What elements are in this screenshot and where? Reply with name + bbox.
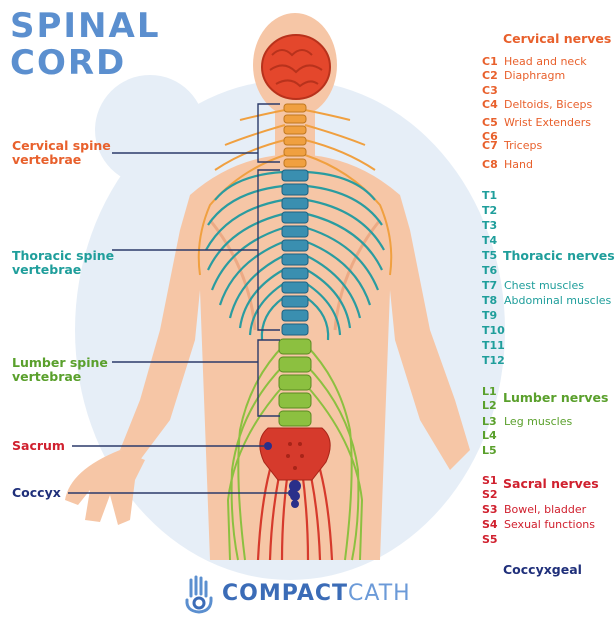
nerve-row-t1: T1: [482, 189, 504, 202]
nerve-function: Hand: [504, 158, 533, 171]
nerve-function: Abdominal muscles: [504, 294, 611, 307]
nerve-code: T6: [482, 264, 504, 277]
nerve-row-c7: C7Triceps: [482, 139, 542, 152]
nerve-code: L4: [482, 429, 504, 442]
nerve-row-s4: S4Sexual functions: [482, 518, 595, 531]
hand-icon: [182, 574, 216, 614]
cervical-nerves-title: Cervical nerves: [503, 31, 611, 46]
nerve-row-l5: L5: [482, 444, 504, 457]
nerve-row-t3: T3: [482, 219, 504, 232]
nerve-row-s1: S1: [482, 474, 504, 487]
nerve-code: T12: [482, 354, 504, 367]
nerve-code: T7: [482, 279, 504, 292]
nerve-row-t4: T4: [482, 234, 504, 247]
nerve-code: S1: [482, 474, 504, 487]
nerve-row-l1: L1: [482, 385, 504, 398]
cervical-spine-label-line-2: vertebrae: [12, 153, 111, 167]
nerve-code: C7: [482, 139, 504, 152]
nerve-code: C4: [482, 98, 504, 111]
nerve-row-c4: C4Deltoids, Biceps: [482, 98, 592, 111]
nerve-row-t7: T7Chest muscles: [482, 279, 584, 292]
nerve-code: T10: [482, 324, 504, 337]
nerve-row-t10: T10: [482, 324, 504, 337]
nerve-row-t9: T9: [482, 309, 504, 322]
nerve-code: T8: [482, 294, 504, 307]
thoracic-spine-label: Thoracic spine vertebrae: [12, 249, 114, 277]
nerve-code: S4: [482, 518, 504, 531]
nerve-row-l3: L3Leg muscles: [482, 415, 572, 428]
nerve-row-t12: T12: [482, 354, 504, 367]
nerve-code: L2: [482, 399, 504, 412]
nerve-row-c1: C1Head and neck: [482, 55, 587, 68]
cervical-spine-label-line-1: Cervical spine: [12, 139, 111, 153]
logo-light: CATH: [348, 581, 411, 606]
lumbar-vertebrae: [279, 339, 311, 426]
nerve-row-l2: L2: [482, 399, 504, 412]
nerve-function: Sexual functions: [504, 518, 595, 531]
thoracic-spine-label-line-2: vertebrae: [12, 263, 114, 277]
nerve-row-c2: C2Diaphragm: [482, 69, 565, 82]
nerve-code: S3: [482, 503, 504, 516]
nerve-code: C2: [482, 69, 504, 82]
nerve-code: T2: [482, 204, 504, 217]
sacrum-label: Sacrum: [12, 439, 65, 453]
nerve-function: Leg muscles: [504, 415, 572, 428]
lumbar-nerves-title: Lumber nerves: [503, 390, 608, 405]
sacrum-pointer-dot: [264, 442, 272, 450]
nerve-row-t2: T2: [482, 204, 504, 217]
nerve-code: S2: [482, 488, 504, 501]
nerve-code: T5: [482, 249, 504, 262]
logo-bold: COMPACT: [222, 581, 348, 606]
coccyx-pointer-dot: [288, 489, 296, 497]
lumbar-spine-label: Lumber spine vertebrae: [12, 356, 108, 384]
nerve-code: T1: [482, 189, 504, 202]
lumbar-spine-label-line-2: vertebrae: [12, 370, 108, 384]
nerve-function: Triceps: [504, 139, 542, 152]
coccyx-label: Coccyx: [12, 486, 61, 500]
nerve-code: C3: [482, 84, 504, 97]
thoracic-spine-label-line-1: Thoracic spine: [12, 249, 114, 263]
nerve-code: T11: [482, 339, 504, 352]
nerve-code: C5: [482, 116, 504, 129]
brain: [262, 35, 330, 99]
nerve-code: L1: [482, 385, 504, 398]
nerve-row-c5: C5Wrist Extenders: [482, 116, 591, 129]
nerve-code: L5: [482, 444, 504, 457]
nerve-row-s5: S5: [482, 533, 504, 546]
nerve-row-c8: C8Hand: [482, 158, 533, 171]
coccygeal-nerves-title: Coccyxgeal: [503, 562, 582, 577]
nerve-function: Chest muscles: [504, 279, 584, 292]
nerve-function: Bowel, bladder: [504, 503, 586, 516]
nerve-code: S5: [482, 533, 504, 546]
nerve-function: Deltoids, Biceps: [504, 98, 592, 111]
nerve-code: C8: [482, 158, 504, 171]
nerve-row-s3: S3Bowel, bladder: [482, 503, 586, 516]
nerve-row-l4: L4: [482, 429, 504, 442]
nerve-row-t6: T6: [482, 264, 504, 277]
nerve-code: L3: [482, 415, 504, 428]
background-blob-left: [95, 75, 205, 185]
nerve-code: T9: [482, 309, 504, 322]
nerve-function: Head and neck: [504, 55, 587, 68]
nerve-row-t8: T8Abdominal muscles: [482, 294, 611, 307]
nerve-row-c3: C3: [482, 84, 504, 97]
nerve-row-s2: S2: [482, 488, 504, 501]
logo-wordmark: COMPACTCATH: [222, 581, 411, 606]
nerve-row-t5: T5: [482, 249, 504, 262]
nerve-function: Diaphragm: [504, 69, 565, 82]
sacral-nerves-title: Sacral nerves: [503, 476, 599, 491]
nerve-code: C1: [482, 55, 504, 68]
nerve-row-t11: T11: [482, 339, 504, 352]
cervical-spine-label: Cervical spine vertebrae: [12, 139, 111, 167]
lumbar-spine-label-line-1: Lumber spine: [12, 356, 108, 370]
nerve-code: T3: [482, 219, 504, 232]
nerve-function: Wrist Extenders: [504, 116, 591, 129]
nerve-code: T4: [482, 234, 504, 247]
thoracic-nerves-title: Thoracic nerves: [503, 248, 615, 263]
